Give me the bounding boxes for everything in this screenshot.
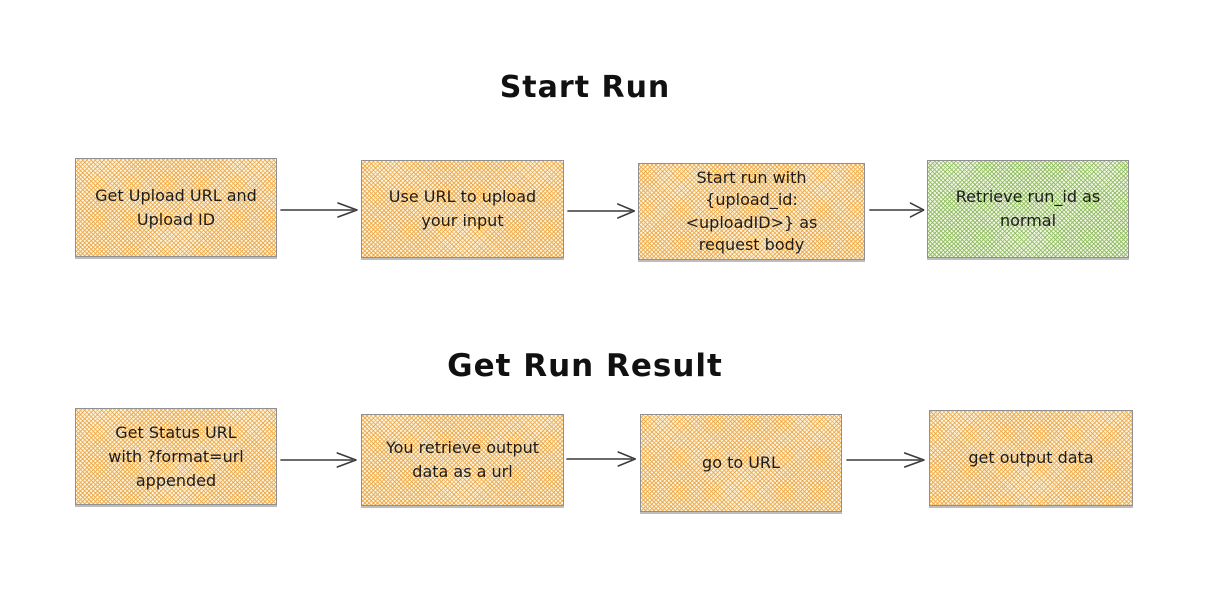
flow-arrow: [566, 447, 638, 471]
step-box-retrieve-output-url: You retrieve output data as a url: [361, 414, 564, 506]
step-box-start-run-with-upload-id: Start run with {upload_id: <uploadID>} a…: [638, 163, 865, 260]
arrow-right-icon: [567, 203, 636, 219]
step-box-go-to-url: go to URL: [640, 414, 842, 512]
flow-arrow: [869, 198, 926, 222]
flow-arrow: [567, 199, 637, 223]
arrow-right-icon: [869, 202, 925, 218]
step-box-get-output-data: get output data: [929, 410, 1133, 506]
arrow-right-icon: [846, 452, 925, 468]
step-box-get-upload-url: Get Upload URL and Upload ID: [75, 158, 277, 257]
section-title-start-run: Start Run: [499, 70, 671, 105]
step-box-use-url-to-upload: Use URL to upload your input: [361, 160, 564, 258]
flow-arrow: [280, 448, 359, 472]
flow-arrow: [846, 448, 927, 472]
step-box-get-status-url: Get Status URL with ?format=url appended: [75, 408, 277, 505]
section-title-get-run-result: Get Run Result: [447, 348, 723, 384]
arrow-right-icon: [280, 452, 357, 468]
step-box-retrieve-run-id: Retrieve run_id as normal: [927, 160, 1129, 258]
arrow-right-icon: [280, 202, 358, 218]
arrow-right-icon: [566, 451, 637, 467]
flow-arrow: [280, 198, 360, 222]
